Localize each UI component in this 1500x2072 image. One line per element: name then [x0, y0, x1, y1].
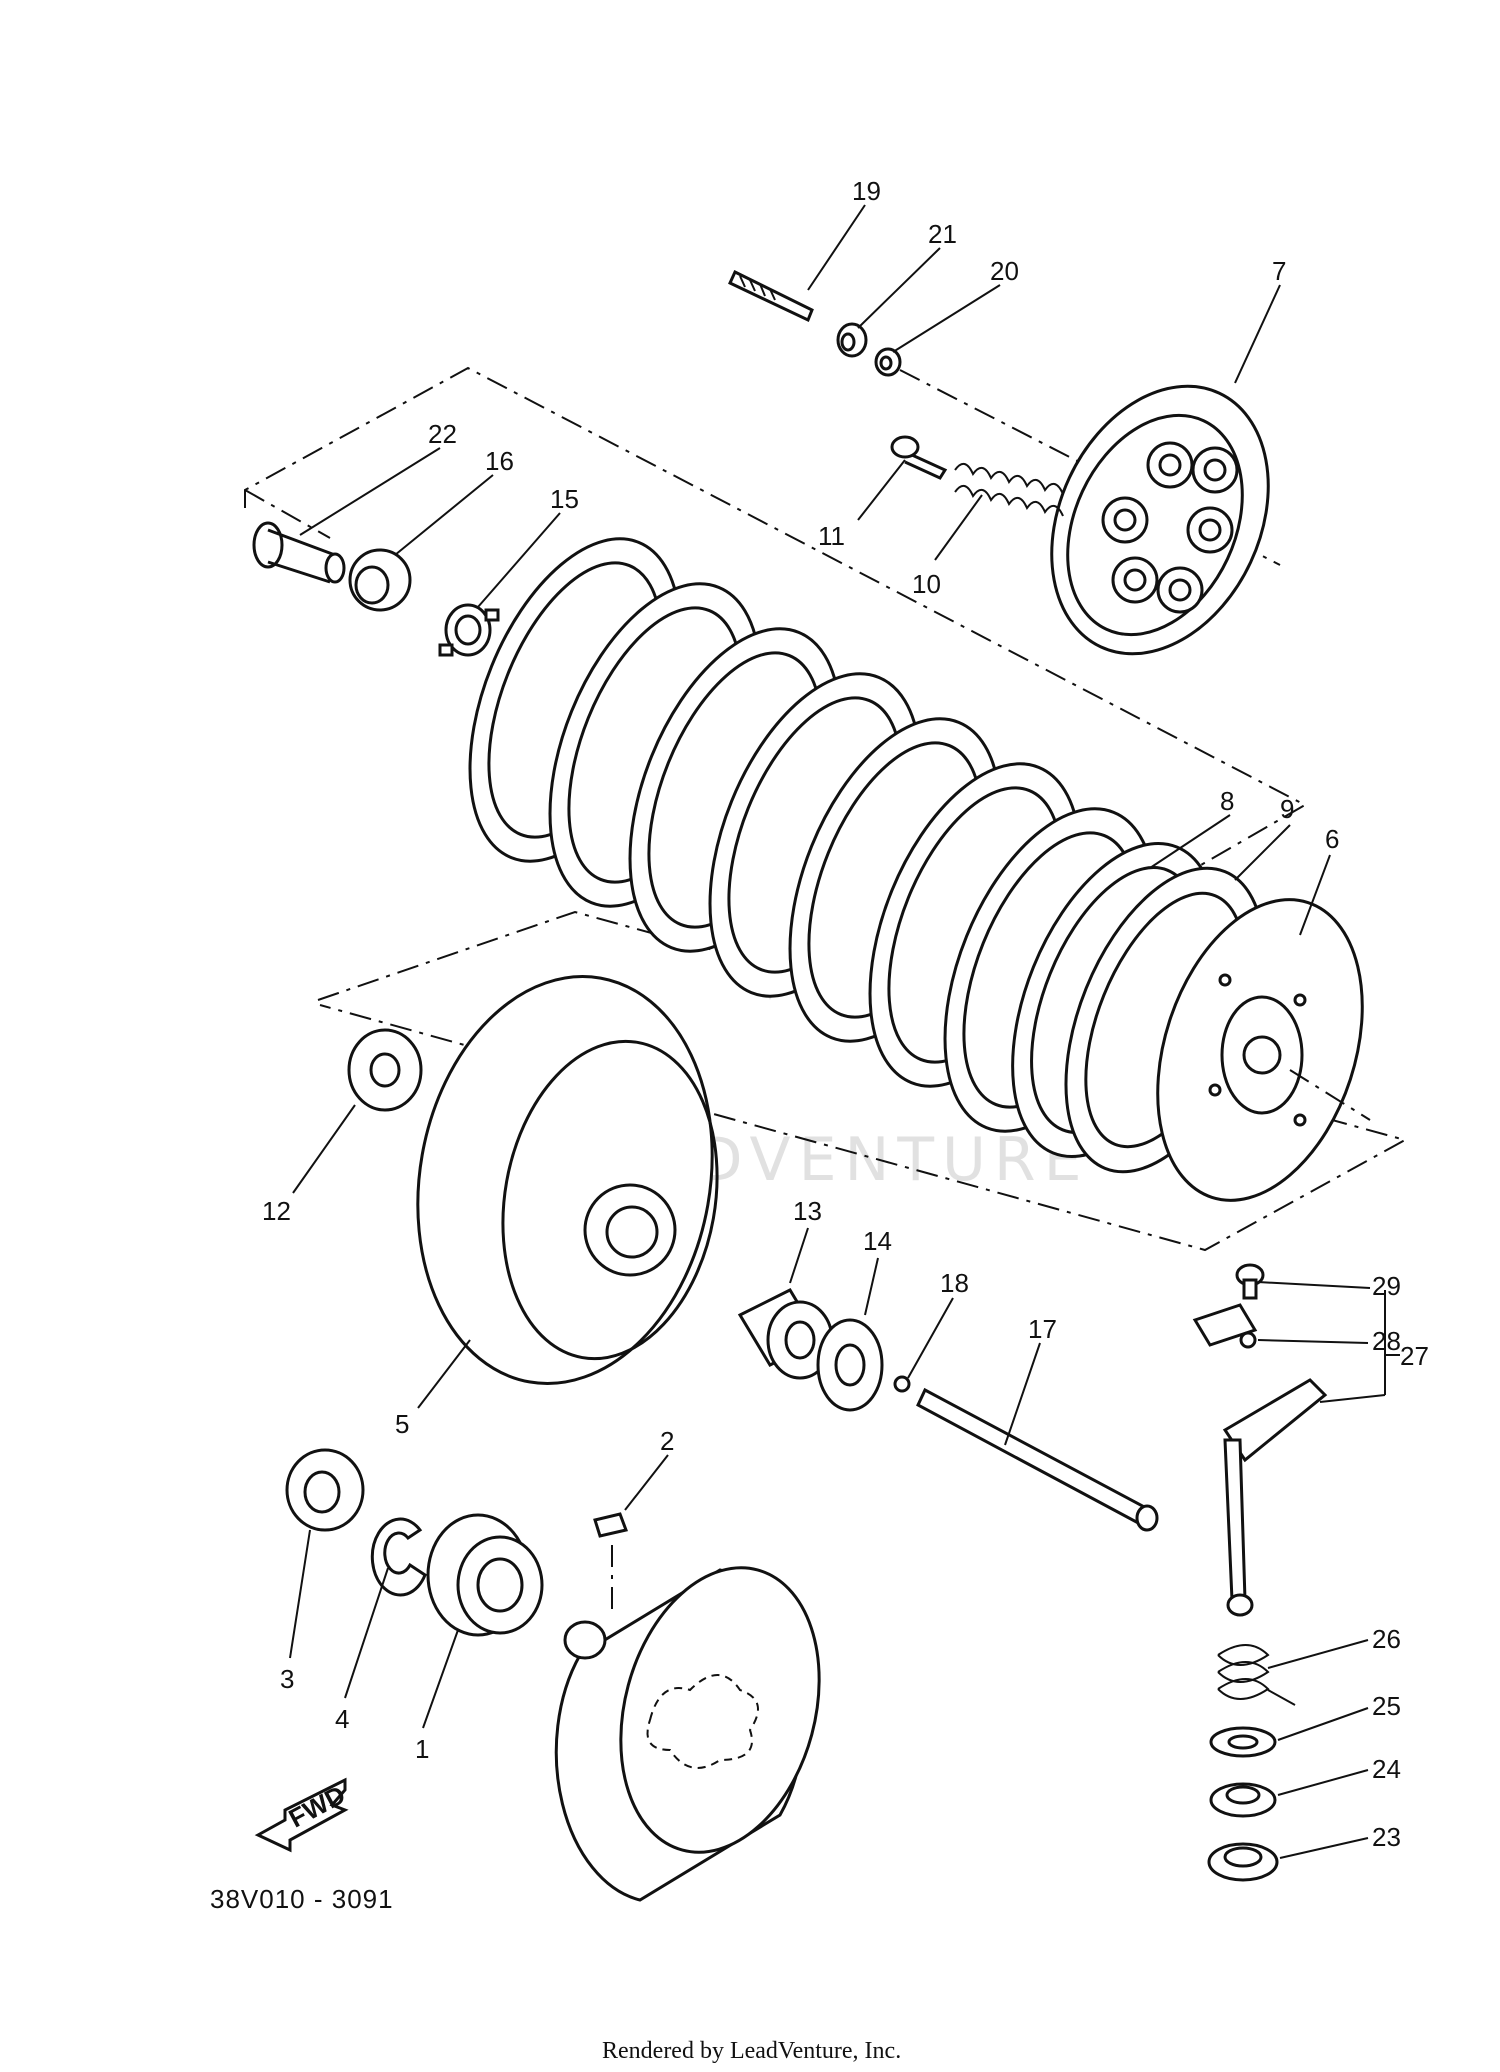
part-4-lock-washer[interactable] [370, 1517, 427, 1597]
callout-19[interactable]: 19 [852, 176, 881, 206]
part-3-nut[interactable] [285, 1448, 365, 1532]
part-16-bearing[interactable] [348, 548, 412, 612]
part-11-screw[interactable] [890, 435, 948, 480]
callout-13[interactable]: 13 [793, 1196, 822, 1226]
part-7-pressure-plate[interactable] [1010, 351, 1310, 689]
callout-27[interactable]: 27 [1400, 1341, 1429, 1371]
part-23-bearing[interactable] [1207, 1842, 1279, 1882]
callout-20[interactable]: 20 [990, 256, 1019, 286]
part-25-washer[interactable] [1209, 1726, 1277, 1758]
callout-29[interactable]: 29 [1372, 1271, 1401, 1301]
part-13-spacer[interactable] [737, 1288, 834, 1380]
callout-1[interactable]: 1 [415, 1734, 429, 1764]
part-20-washer[interactable] [874, 347, 902, 377]
fwd-direction-arrow: FWD [254, 1777, 350, 1853]
callout-18[interactable]: 18 [940, 1268, 969, 1298]
callout-6[interactable]: 6 [1325, 824, 1339, 854]
callout-26[interactable]: 26 [1372, 1624, 1401, 1654]
leader-lines [289, 204, 1400, 1859]
part-14-washer[interactable] [816, 1318, 884, 1412]
callout-2[interactable]: 2 [660, 1426, 674, 1456]
callout-15[interactable]: 15 [550, 484, 579, 514]
callout-12[interactable]: 12 [262, 1196, 291, 1226]
part-28-clamp[interactable] [1192, 1303, 1258, 1349]
part-24-oil-seal[interactable] [1209, 1782, 1277, 1818]
callout-9[interactable]: 9 [1280, 794, 1294, 824]
diagram-code: 38V010 - 3091 [210, 1884, 394, 1914]
part-19-stud-bolt[interactable] [728, 269, 814, 323]
part-17-push-rod[interactable] [916, 1387, 1159, 1532]
callout-22[interactable]: 22 [428, 419, 457, 449]
callout-3[interactable]: 3 [280, 1664, 294, 1694]
part-10-spring[interactable] [954, 463, 1064, 517]
callout-28[interactable]: 28 [1372, 1326, 1401, 1356]
callout-4[interactable]: 4 [335, 1704, 349, 1734]
part-6-clutch-boss[interactable] [1122, 873, 1398, 1227]
part-18-ball[interactable] [893, 1375, 911, 1393]
callout-7[interactable]: 7 [1272, 256, 1286, 286]
callout-14[interactable]: 14 [863, 1226, 892, 1256]
lower-assembly-boundary [317, 910, 1408, 1252]
callout-5[interactable]: 5 [395, 1409, 409, 1439]
part-1-primary-drive-gear[interactable] [426, 1513, 544, 1637]
crankshaft-flywheel [554, 1566, 821, 1902]
callout-11[interactable]: 11 [818, 521, 845, 551]
callout-23[interactable]: 23 [1372, 1822, 1401, 1852]
rendered-by-footer: Rendered by LeadVenture, Inc. [602, 2038, 901, 2064]
part-21-collar[interactable] [836, 322, 868, 358]
part-29-screw[interactable] [1235, 1263, 1265, 1300]
part-2-key[interactable] [593, 1512, 629, 1538]
part-27-push-lever[interactable] [1222, 1378, 1328, 1617]
part-26-spring[interactable] [1217, 1644, 1296, 1706]
callout-16[interactable]: 16 [485, 446, 514, 476]
part-5-clutch-housing[interactable] [387, 953, 744, 1407]
callout-labels: 19 21 20 7 22 16 15 11 10 8 9 6 12 5 13 … [262, 176, 1429, 1852]
callout-21[interactable]: 21 [928, 219, 957, 249]
part-15-lock-washer[interactable] [438, 603, 500, 657]
callout-17[interactable]: 17 [1028, 1314, 1057, 1344]
callout-25[interactable]: 25 [1372, 1691, 1401, 1721]
part-22-push-rod[interactable] [252, 521, 346, 584]
part-12-thrust-washer[interactable] [347, 1028, 423, 1112]
callout-8[interactable]: 8 [1220, 786, 1234, 816]
callout-24[interactable]: 24 [1372, 1754, 1401, 1784]
callout-10[interactable]: 10 [912, 569, 941, 599]
